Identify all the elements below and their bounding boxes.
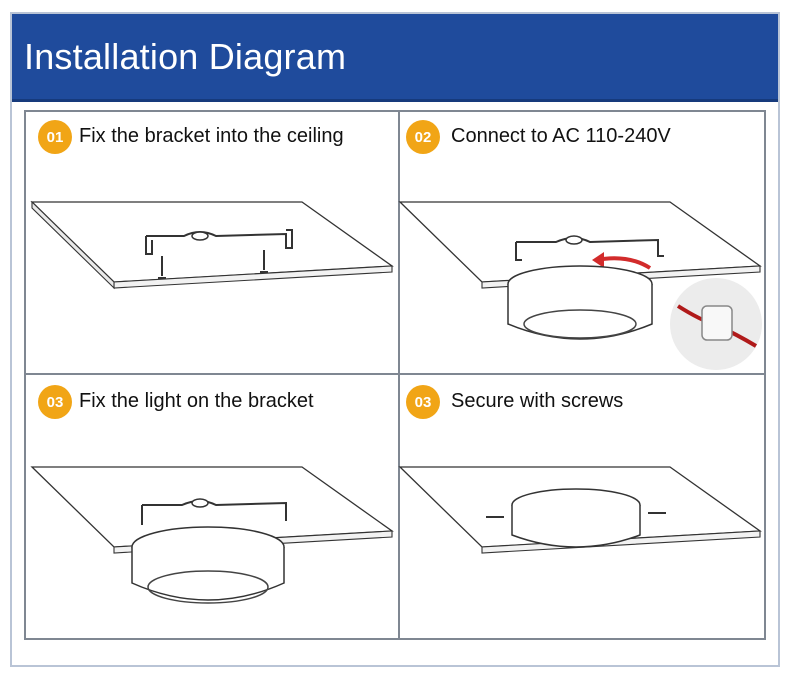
mounting-bracket [145,229,293,255]
step-2-panel: 02 Connect to AC 110-240V [400,110,766,373]
step-4-panel: 03 Secure with screws [400,375,766,640]
grid-divider-horizontal [24,373,766,375]
step-1-illustration [30,200,394,290]
step-1-label: Fix the bracket into the ceiling [79,125,344,147]
step-3-label: Fix the light on the bracket [79,390,314,412]
step-1-badge: 01 [38,120,72,154]
screw-icon [158,256,166,279]
wire-connector-icon [670,278,762,370]
screw-icon [260,250,268,273]
step-2-illustration [398,201,762,370]
page-title: Installation Diagram [24,36,347,77]
step-2-label: Connect to AC 110-240V [451,125,671,147]
led-light-fixture [507,265,653,340]
step-3-badge: 03 [38,385,72,419]
grid-divider-vertical [398,110,400,640]
ceiling-panel [30,200,394,290]
steps-grid [24,110,766,640]
mounting-bracket [141,498,287,525]
step-4-illustration [398,466,762,554]
led-light-fixture [511,488,641,548]
connection-arrow-icon [592,252,652,270]
led-light-fixture [131,526,285,604]
step-4-badge: 03 [406,385,440,419]
step-2-badge: 02 [406,120,440,154]
step-4-label: Secure with screws [451,390,624,412]
step-3-illustration [30,466,394,604]
step-1-panel: 01 Fix the bracket into the ceiling [24,110,398,373]
mounting-bracket [515,235,664,261]
step-3-panel: 03 Fix the light on the bracket [24,375,398,640]
header-bar: Installation Diagram [12,14,778,102]
